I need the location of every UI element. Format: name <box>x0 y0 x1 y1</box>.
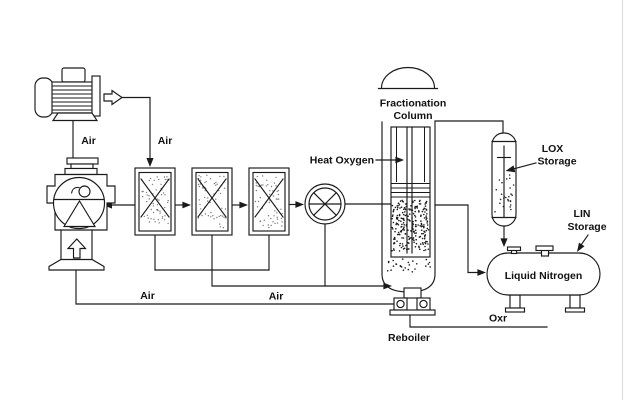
compressor-flange-2 <box>64 167 98 176</box>
column-shell <box>381 121 436 293</box>
motor-base <box>51 112 99 122</box>
tank-leg-right <box>569 294 581 309</box>
reboiler-block-right <box>416 297 431 311</box>
compressor-top-flange <box>66 157 99 165</box>
reboiler-block-left <box>393 297 408 311</box>
compressor-neck <box>70 163 94 170</box>
arrow-filter1-to-filter2 <box>182 201 191 209</box>
column-dome <box>380 66 436 89</box>
reboiler-stem <box>403 287 422 299</box>
label-reboiler: Reboiler <box>388 332 430 344</box>
expansion-valve-symbol <box>304 183 346 225</box>
compressor-skirt <box>48 258 105 271</box>
diagram-labels: Air Air Air Air Heat Oxygen Fractionatio… <box>81 98 607 345</box>
tank-foot-right <box>564 307 586 313</box>
column-inner-shell <box>390 126 431 258</box>
label-air-intake: Air <box>158 135 173 147</box>
tank-leg-left <box>509 294 521 309</box>
tank-foot-left <box>504 307 526 313</box>
motor-terminal-box <box>61 67 86 83</box>
lox-liquid-dots <box>494 174 515 213</box>
arrow-heat-oxygen <box>395 156 404 164</box>
arrow-down-into-filter1 <box>146 158 154 167</box>
label-column: Column <box>393 110 432 122</box>
arrow-lox-down <box>500 238 508 247</box>
column-trays <box>391 183 430 198</box>
label-lin-storage: Storage <box>567 221 606 233</box>
label-liquid-nitrogen: Liquid Nitrogen <box>505 270 583 282</box>
arrow-filter3-to-valve <box>295 201 304 208</box>
filter1-packing-dots <box>141 176 170 225</box>
label-fractionation: Fractionation <box>380 98 447 110</box>
compressor-eye <box>78 185 91 198</box>
label-oxr: Oxr <box>489 313 507 325</box>
air-compressor-symbol <box>46 157 116 271</box>
arrow-lin-label <box>577 242 585 252</box>
label-lin: LIN <box>574 208 591 220</box>
label-heat-oxygen: Heat Oxygen <box>310 155 374 167</box>
reboiler-baseplate <box>389 309 436 316</box>
compressor-curl <box>71 186 80 194</box>
filter2-packing-dots <box>197 174 227 229</box>
filter3-packing-dots <box>254 175 283 229</box>
label-air-motor: Air <box>81 135 96 147</box>
air-filter-vessel-1 <box>134 167 176 236</box>
column-sump-dots <box>386 258 432 273</box>
block-arrow-icon <box>103 89 124 106</box>
arrow-into-lin-tank <box>477 269 486 276</box>
motor-fins <box>52 85 95 111</box>
tank-nozzle1-cap <box>506 246 522 252</box>
label-leaders <box>375 156 589 252</box>
label-lox-storage: Storage <box>537 156 576 168</box>
motor-shaft-plate <box>91 75 101 117</box>
up-arrow-icon <box>66 238 87 259</box>
label-air-line-right: Air <box>269 291 284 303</box>
label-air-line-left: Air <box>140 290 155 302</box>
fractionation-column-symbol <box>377 66 439 293</box>
arrow-filter2-to-filter3 <box>239 201 248 209</box>
lox-storage-vessel-symbol <box>491 132 517 227</box>
reboiler-symbol <box>389 287 436 316</box>
compressor-cone <box>62 199 97 228</box>
air-filter-vessel-2 <box>191 167 233 236</box>
liquid-nitrogen-tank-symbol <box>486 245 601 313</box>
electric-motor-symbol <box>34 67 124 122</box>
air-filter-vessel-3 <box>248 167 290 236</box>
label-lox: LOX <box>542 143 564 155</box>
tank-nozzle2-cap <box>535 245 554 252</box>
process-pipes <box>72 96 548 328</box>
column-packing-dots <box>391 199 430 252</box>
motor-end-cap <box>34 77 54 118</box>
arrow-lox-label <box>505 165 516 173</box>
